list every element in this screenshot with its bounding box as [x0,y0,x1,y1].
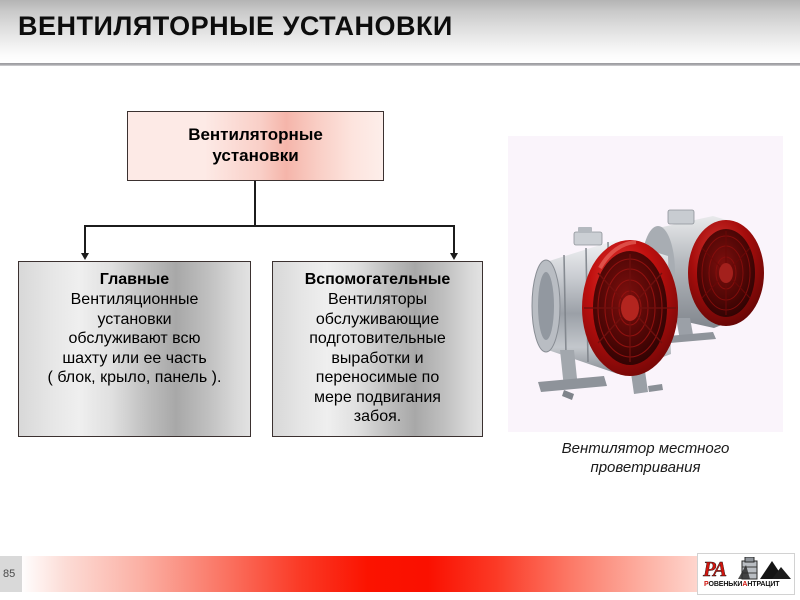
mine-headframe-icon [738,557,791,580]
connector-right-vertical [453,225,455,255]
arrow-head-left-icon [81,253,89,260]
page-number-tab [0,556,22,592]
header-divider [0,63,800,66]
hierarchy-diagram: Вентиляторные установки Главные Вентиляц… [0,66,500,486]
diagram-node-main: Главные Вентиляционные установки обслужи… [18,261,251,437]
diagram-node-main-heading: Главные [99,271,170,288]
page-number: 85 [3,568,16,580]
slide-header [0,0,800,62]
logo-name-accent: А [742,581,748,588]
diagram-node-auxiliary: Вспомогательные Вентиляторы обслуживающи… [272,261,483,437]
logo-name-prefix: Р [704,581,709,588]
company-logo: РА РОВЕНЬКИАНТРАЦИТ [697,553,795,595]
diagram-node-auxiliary-heading: Вспомогательные [304,271,451,288]
page-title: ВЕНТИЛЯТОРНЫЕ УСТАНОВКИ [18,11,453,41]
diagram-node-root-label: Вентиляторные установки [188,125,323,165]
logo-monogram: РА [703,557,727,581]
footer-accent-band [20,556,776,592]
fan-photo-block [508,136,783,432]
logo-mark: РА [702,557,792,581]
logo-name-middle: ОВЕНЬКИ [708,581,743,588]
connector-horizontal [84,225,455,227]
fan-photo-caption: Вентилятор местного проветривания [561,440,730,476]
connector-left-vertical [84,225,86,255]
connector-root-vertical [254,181,256,226]
diagram-node-auxiliary-body: Вентиляторы обслуживающие подготовительн… [309,291,446,426]
diagram-node-main-body: Вентиляционные установки обслуживают всю… [47,291,222,387]
fan-photo-illustration [508,136,783,432]
diagram-node-root: Вентиляторные установки [127,111,384,181]
logo-company-name: РОВЕНЬКИАНТРАЦИТ [704,581,780,588]
arrow-head-right-icon [450,253,458,260]
logo-name-suffix: НТРАЦИТ [747,581,780,588]
fan-photo [508,136,783,432]
